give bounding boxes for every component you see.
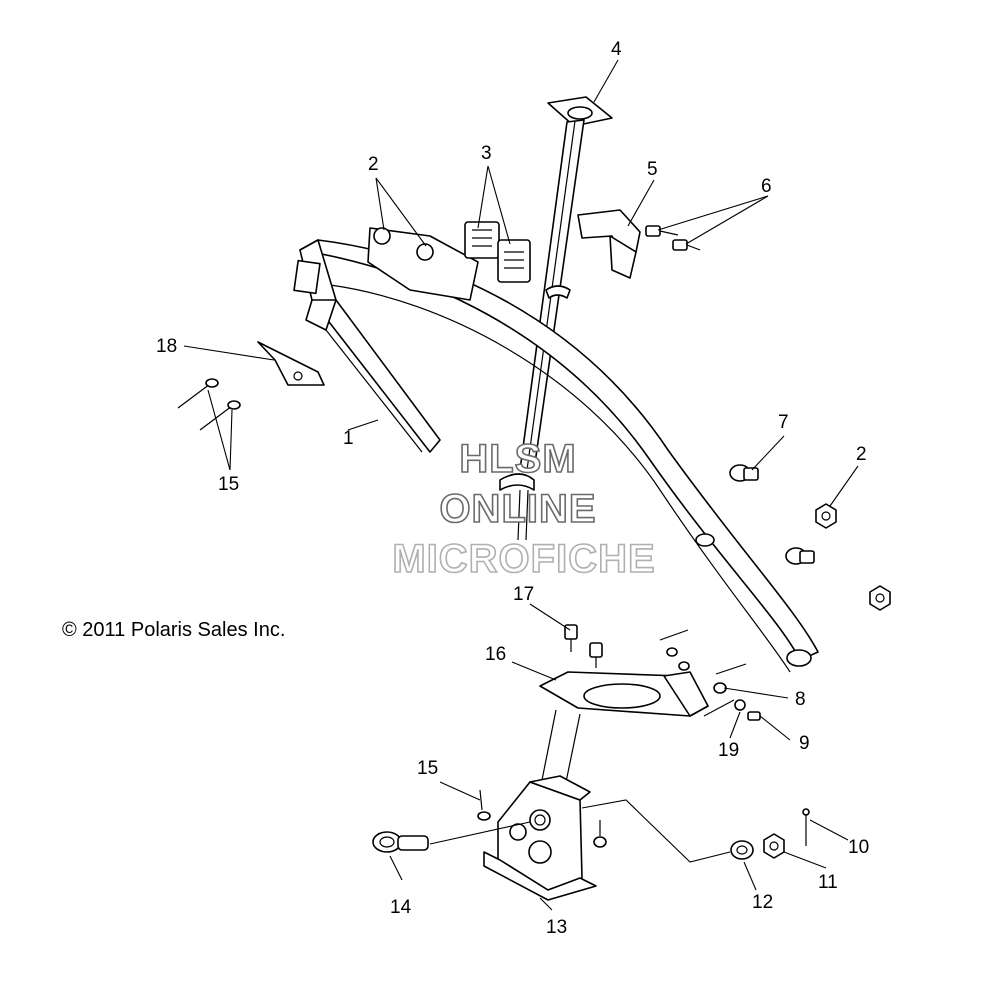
steering-post [499, 96, 613, 541]
callout-19: 19 [718, 740, 739, 761]
callout-16: 16 [485, 644, 506, 665]
tab-bracket [257, 341, 325, 386]
callout-labels: 1 2 3 4 5 6 7 2 8 9 10 11 12 13 14 15 15… [156, 39, 869, 938]
rivet-15-lower [477, 789, 607, 848]
callout-2-upper: 2 [368, 154, 379, 175]
callout-15-lower: 15 [417, 758, 438, 779]
callout-2-right: 2 [856, 444, 867, 465]
callout-5: 5 [647, 159, 658, 180]
callout-9: 9 [799, 733, 810, 754]
callout-4: 4 [611, 39, 622, 60]
watermark-line-3: MICROFICHE [392, 537, 655, 581]
leader-lines [183, 59, 859, 911]
watermark-line-1: HLSM [459, 437, 576, 481]
rivets-upper [177, 378, 241, 431]
nut-11 [763, 833, 785, 859]
bolts-17 [564, 624, 603, 668]
watermark: HLSM ONLINE MICROFICHE [392, 436, 656, 582]
lower-plate [539, 671, 709, 717]
callout-1: 1 [343, 428, 354, 449]
frame-bar [293, 239, 819, 673]
nut-2 [815, 503, 837, 529]
cotter-pin-10 [802, 808, 810, 846]
callout-17: 17 [513, 584, 534, 605]
nut-2b [869, 585, 891, 611]
bracket [577, 209, 641, 279]
callout-11: 11 [818, 872, 838, 893]
callout-7: 7 [778, 412, 789, 433]
hardware-8-9-19 [659, 629, 761, 721]
eye-nut [372, 831, 429, 853]
callout-3: 3 [481, 143, 492, 164]
callout-14: 14 [390, 897, 412, 918]
watermark-line-2: ONLINE [439, 487, 596, 531]
copyright-text: © 2011 Polaris Sales Inc. [62, 619, 285, 641]
callout-8: 8 [795, 689, 806, 710]
bolt-7b [785, 547, 815, 565]
bearing-housing [483, 775, 597, 901]
washer-12 [730, 840, 754, 860]
callout-15-upper: 15 [218, 474, 239, 495]
mounting-plate [367, 227, 479, 301]
callout-10: 10 [848, 837, 869, 858]
bolt-7 [729, 464, 759, 482]
callout-13: 13 [546, 917, 567, 938]
wire-clips [464, 221, 531, 283]
bolts-6 [645, 225, 701, 251]
callout-18: 18 [156, 336, 177, 357]
callout-6: 6 [761, 176, 772, 197]
callout-12: 12 [752, 892, 773, 913]
